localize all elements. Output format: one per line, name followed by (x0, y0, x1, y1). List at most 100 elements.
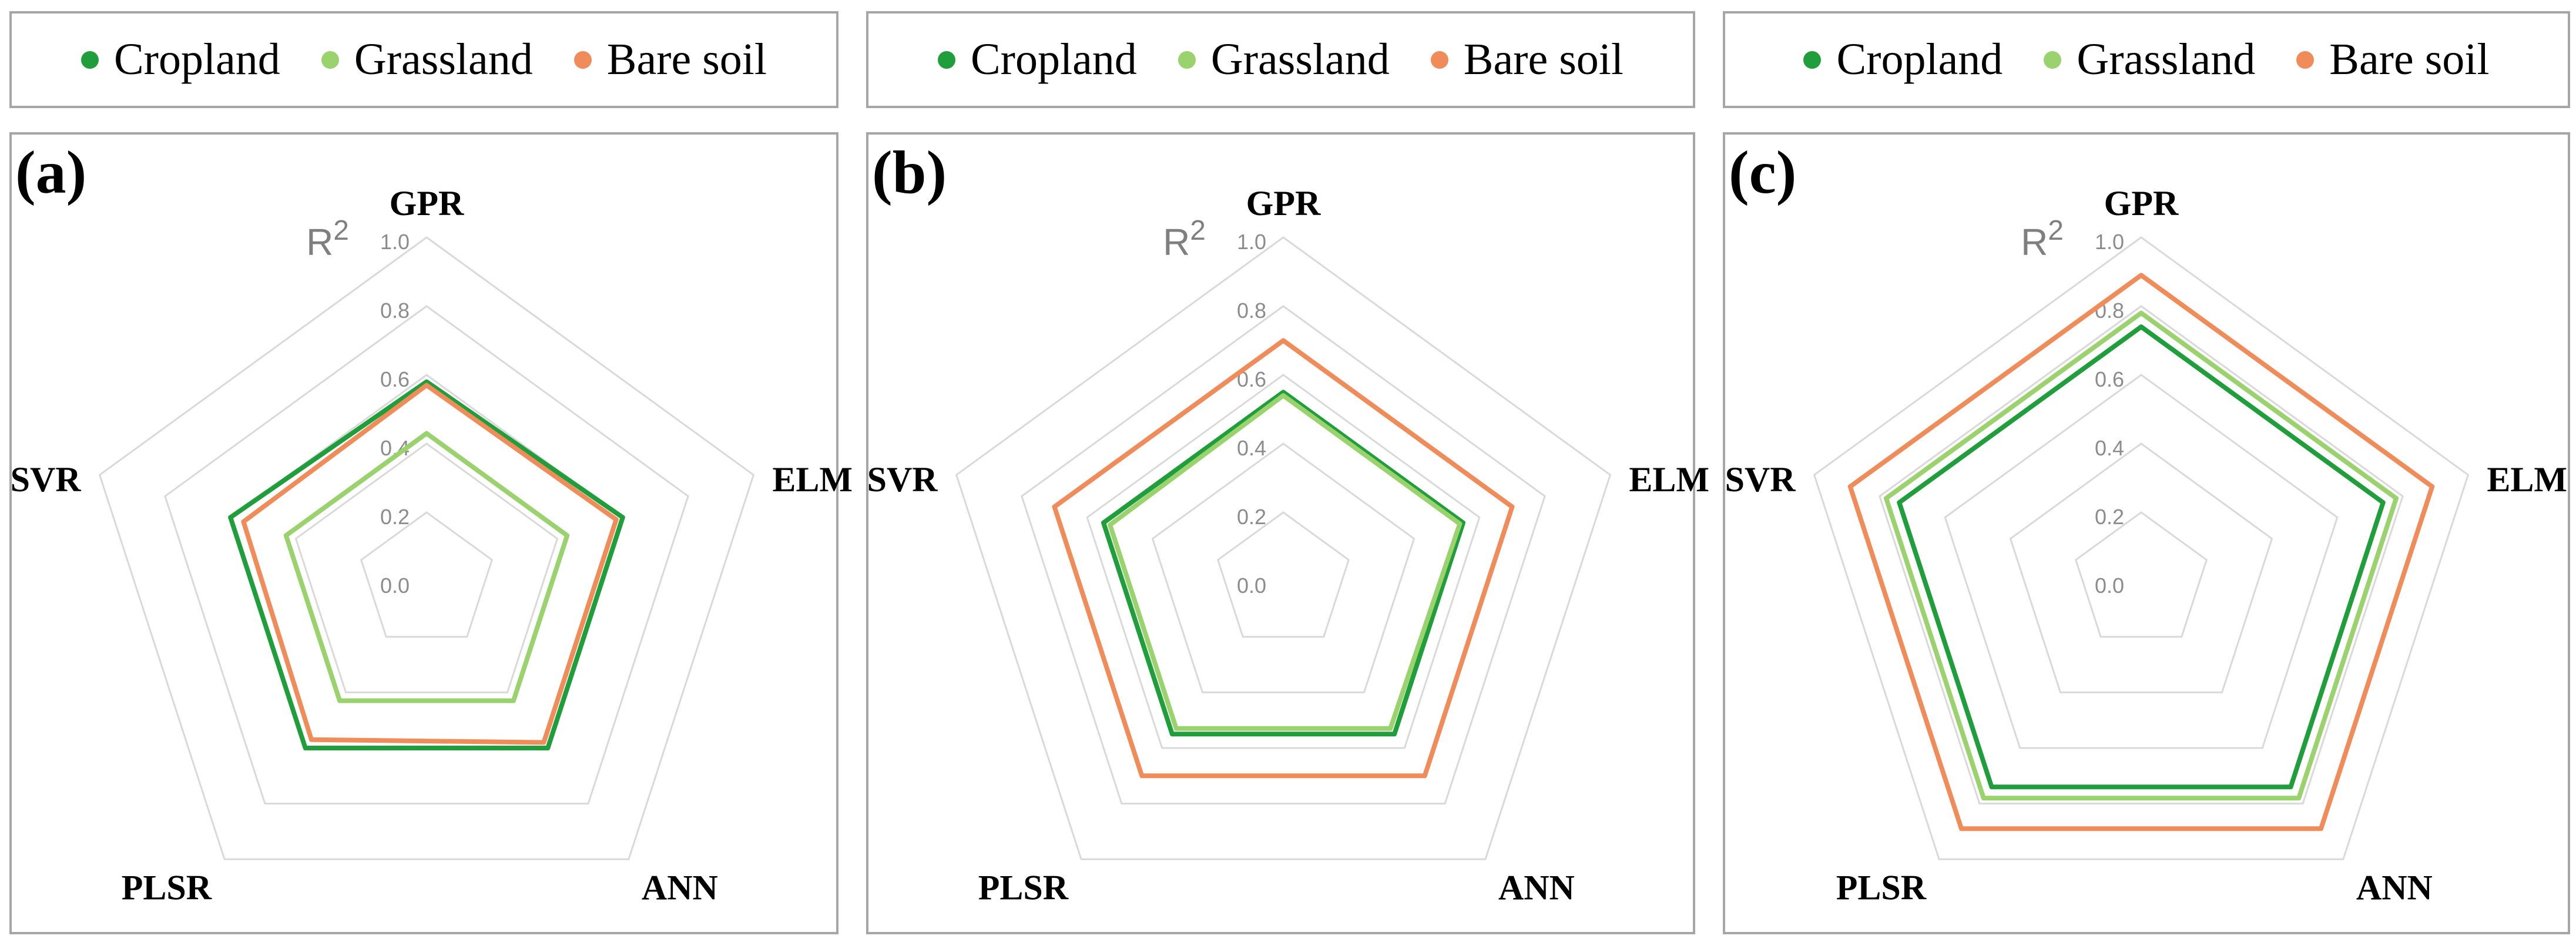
legend-a: Cropland Grassland Bare soil (9, 11, 838, 108)
legend-entry-bare-soil: Bare soil (1430, 34, 1624, 85)
series-line-grassland (1884, 310, 2399, 801)
grid-ring (2074, 511, 2208, 638)
grid-ring (1021, 305, 1546, 805)
legend-marker-icon (1178, 51, 1196, 69)
panel-label: (b) (872, 139, 947, 206)
legend-label: Cropland (1836, 35, 2003, 84)
series-line-cropland (1101, 390, 1465, 737)
axis-label-ann: ANN (642, 868, 718, 907)
axis-label-ann: ANN (1498, 868, 1575, 907)
tick-label: 1.0 (1237, 230, 1266, 254)
axis-label-svr: SVR (867, 460, 938, 499)
grid-ring (1086, 374, 1481, 749)
legend-label: Grassland (354, 35, 533, 84)
grid-ring (1151, 442, 1416, 693)
axis-label-gpr: GPR (1246, 184, 1321, 223)
axis-label-gpr: GPR (2104, 184, 2179, 223)
series-line-grassland (1108, 393, 1463, 731)
grid-ring (2009, 442, 2273, 693)
panel-label: (a) (15, 139, 87, 206)
tick-label: 0.0 (380, 574, 410, 598)
grid-ring (1813, 236, 2470, 860)
legend-label: Bare soil (2329, 35, 2490, 84)
grid-ring (955, 236, 1612, 860)
series-line-grassland (283, 431, 570, 703)
series-line-bare-soil (1847, 273, 2435, 831)
axis-label-elm: ELM (2487, 460, 2567, 499)
legend-marker-icon (2296, 51, 2315, 69)
legend-marker-icon (1803, 51, 1822, 69)
legend-c: Cropland Grassland Bare soil (1723, 11, 2570, 108)
tick-label: 0.6 (2095, 367, 2124, 391)
legend-entry-bare-soil: Bare soil (2296, 34, 2490, 85)
series-line-bare-soil (241, 383, 619, 745)
axis-label-ann: ANN (2356, 868, 2433, 907)
axis-metric-symbol: R (306, 221, 333, 263)
axis-label-svr: SVR (1725, 460, 1796, 499)
legend-entry-cropland: Cropland (937, 34, 1137, 85)
axis-label-elm: ELM (772, 460, 853, 499)
legend-entries: Cropland Grassland Bare soil (1725, 14, 2568, 106)
tick-label: 0.2 (1237, 505, 1266, 529)
grid-ring (1216, 511, 1350, 638)
axis-label-plsr: PLSR (1836, 868, 1927, 907)
legend-entry-grassland: Grassland (1178, 34, 1390, 85)
axis-label-plsr: PLSR (122, 868, 212, 907)
axis-metric-exponent: 2 (1190, 215, 1206, 246)
legend-label: Grassland (1210, 35, 1390, 84)
grid-ring (1944, 374, 2339, 749)
grid-ring (1879, 305, 2404, 805)
axis-label-gpr: GPR (390, 184, 464, 223)
legend-entry-cropland: Cropland (80, 34, 280, 85)
legend-label: Grassland (2077, 35, 2256, 84)
axis-label-plsr: PLSR (978, 868, 1069, 907)
legend-marker-icon (80, 51, 99, 69)
tick-label: 0.2 (2095, 505, 2124, 529)
legend-marker-icon (2044, 51, 2062, 69)
tick-label: 1.0 (380, 230, 410, 254)
legend-entries: Cropland Grassland Bare soil (868, 14, 1693, 106)
axis-label-svr: SVR (11, 460, 82, 499)
legend-marker-icon (321, 51, 339, 69)
legend-entry-bare-soil: Bare soil (573, 34, 767, 85)
grid-ring (98, 236, 755, 860)
series-line-cropland (228, 379, 625, 750)
axis-metric-label: R2 (1163, 215, 1206, 263)
axis-metric-label: R2 (2021, 215, 2064, 263)
axis-metric-label: R2 (306, 215, 349, 263)
tick-label: 0.4 (2095, 436, 2124, 460)
axis-label-elm: ELM (1629, 460, 1709, 499)
legend-label: Cropland (113, 35, 280, 84)
axis-metric-exponent: 2 (333, 215, 349, 246)
legend-label: Cropland (970, 35, 1137, 84)
axis-metric-symbol: R (1163, 221, 1190, 263)
legend-marker-icon (1430, 51, 1448, 69)
legend-b: Cropland Grassland Bare soil (866, 11, 1695, 108)
legend-label: Bare soil (1463, 35, 1624, 84)
legend-label: Bare soil (606, 35, 767, 84)
tick-label: 0.8 (380, 299, 410, 323)
legend-marker-icon (573, 51, 592, 69)
grid-ring (164, 305, 689, 805)
tick-label: 0.2 (380, 505, 410, 529)
axis-metric-exponent: 2 (2048, 215, 2064, 246)
tick-label: 0.6 (380, 367, 410, 391)
grid-ring (360, 511, 494, 638)
series-line-bare-soil (1052, 338, 1515, 779)
tick-label: 0.8 (2095, 299, 2124, 323)
grid-ring (294, 442, 559, 693)
tick-label: 0.4 (1237, 436, 1266, 460)
axis-metric-symbol: R (2021, 221, 2048, 263)
legend-entry-grassland: Grassland (321, 34, 533, 85)
panel-label: (c) (1729, 139, 1797, 206)
series-line-cropland (1897, 324, 2386, 790)
legend-entry-cropland: Cropland (1803, 34, 2003, 85)
legend-marker-icon (937, 51, 955, 69)
tick-label: 0.0 (1237, 574, 1266, 598)
